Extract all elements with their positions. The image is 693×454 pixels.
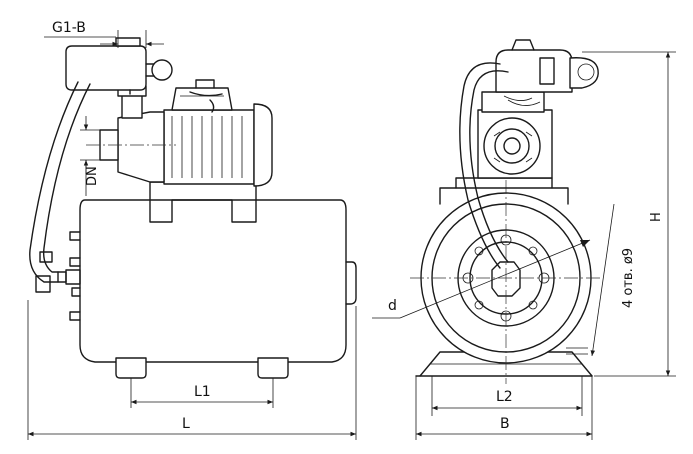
pressure-switch-side [65,37,173,95]
tank-side [57,199,357,363]
pump-motor-side [163,79,273,187]
dim-l-label: L [182,416,190,432]
pump-bracket-side [149,181,257,223]
tank-front [410,180,602,384]
dim-h-label: H [649,212,664,222]
side-view-dimensions: G1-B DN L1 L [27,20,357,440]
dim-d-label: d [388,298,397,314]
front-view-dimensions: d 4 отв. ø9 H L2 B [372,51,676,440]
dim-b-label: B [500,416,510,432]
front-view [410,39,602,384]
dim-g1b-label: G1-B [52,20,86,36]
pressure-switch-front [495,39,599,106]
tank-feet-side [115,357,289,379]
cable-side [189,91,223,113]
dim-holes-label: 4 отв. ø9 [621,248,636,308]
pump-front [477,91,553,179]
dim-dn-label: DN [85,166,100,186]
dim-l2-label: L2 [496,389,513,405]
hose-front [459,62,509,269]
side-view [29,37,357,379]
dim-l1-label: L1 [194,384,211,400]
hose-side [29,81,91,293]
